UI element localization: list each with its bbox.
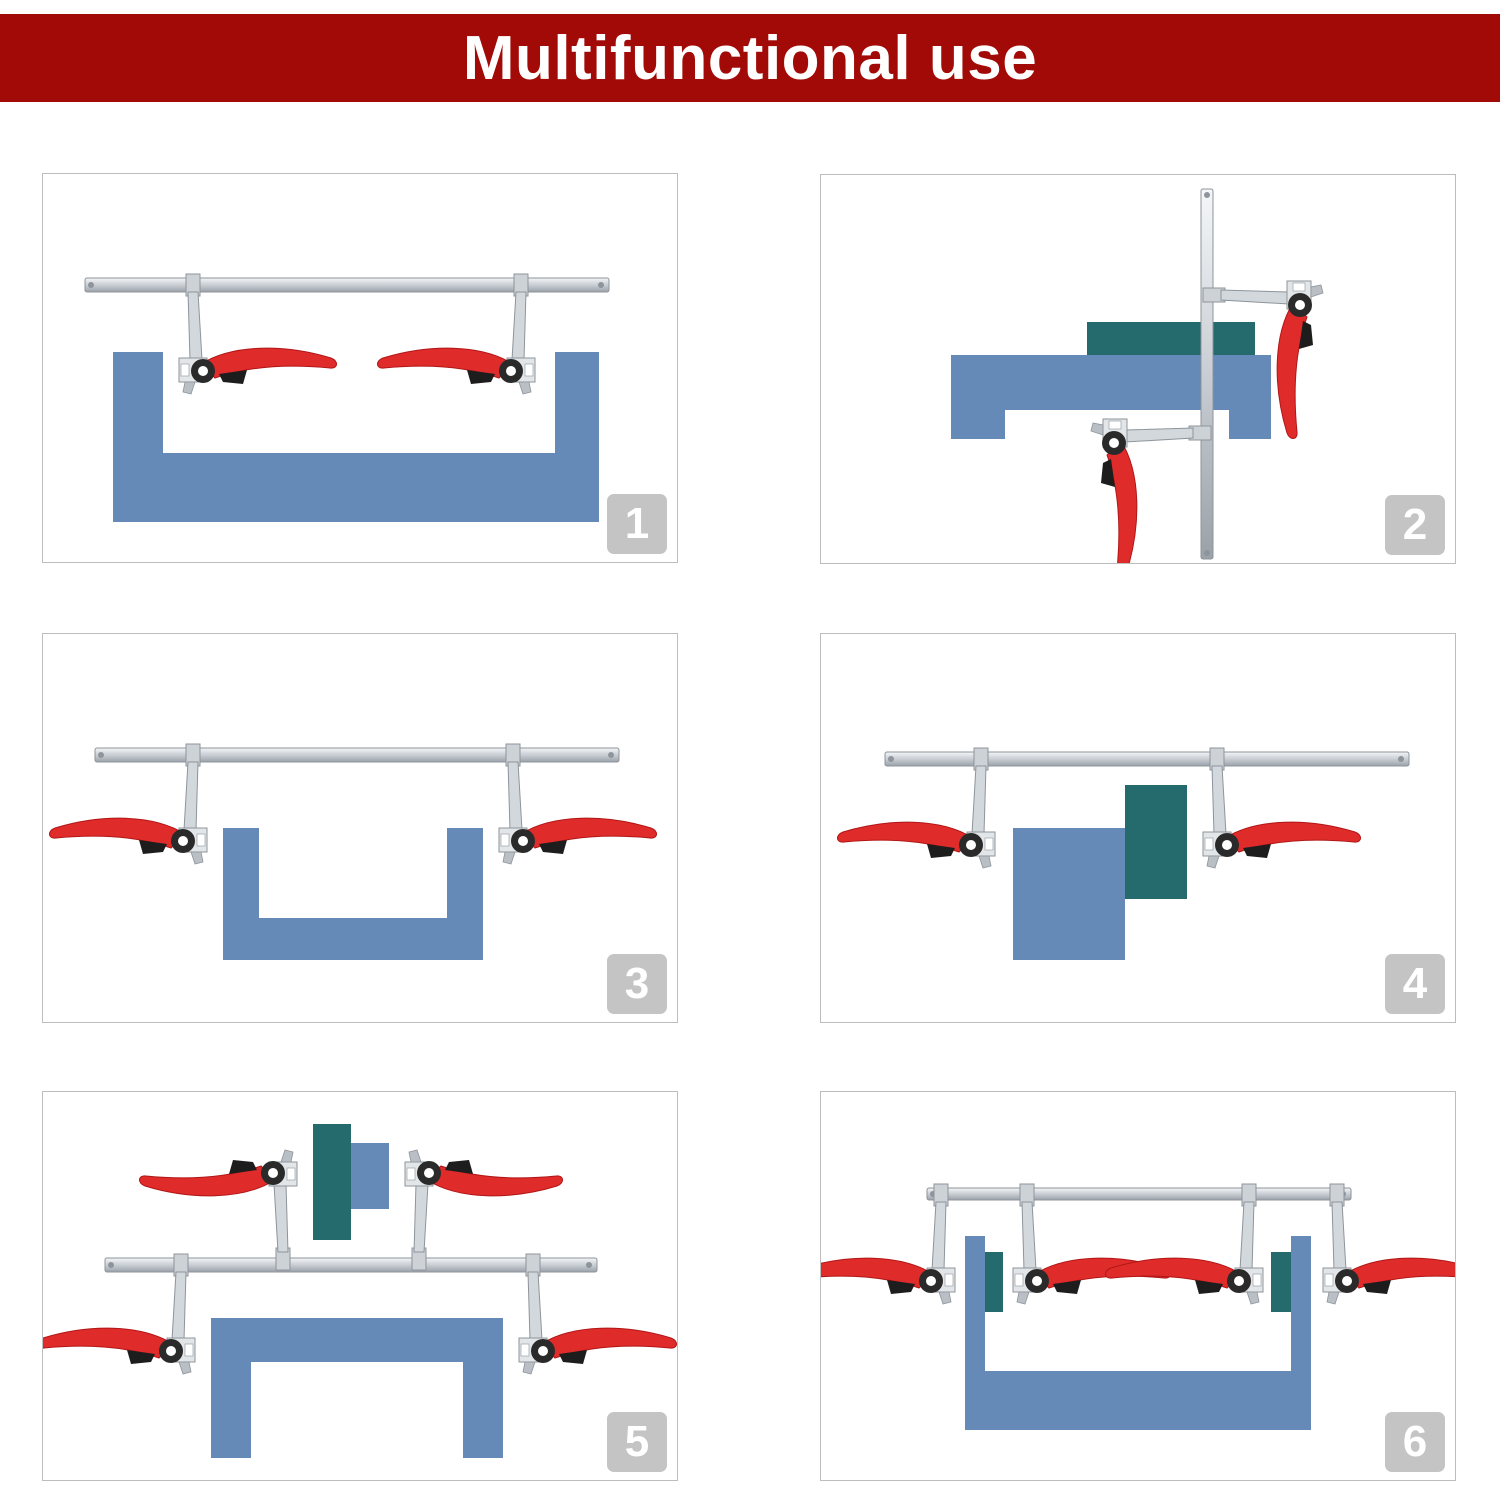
u-channel-workpiece — [965, 1236, 1311, 1430]
teal-block — [313, 1124, 351, 1240]
usage-panel-4: 4 — [820, 633, 1456, 1023]
panel-number-badge: 4 — [1385, 954, 1445, 1014]
panel-number-badge: 6 — [1385, 1412, 1445, 1472]
guide-rail — [104, 1257, 598, 1273]
clamp-upper-right — [404, 1149, 564, 1271]
blue-block — [1013, 828, 1125, 960]
usage-panel-5: 5 — [42, 1091, 678, 1481]
panel-number-badge: 3 — [607, 954, 667, 1014]
usage-illustration-6 — [821, 1183, 1455, 1430]
page-title: Multifunctional use — [462, 23, 1038, 93]
usage-illustration-5 — [43, 1124, 677, 1458]
usage-illustration-2 — [951, 188, 1324, 563]
blue-block — [351, 1143, 389, 1209]
guide-rail — [84, 277, 610, 293]
usage-illustration-3 — [48, 743, 658, 960]
usage-panel-2: 2 — [820, 174, 1456, 564]
clamp-left-inner — [1012, 1183, 1172, 1305]
teal-spacer-right — [1271, 1252, 1291, 1312]
teal-spacer-left — [985, 1252, 1003, 1312]
clamp-right-inner — [1104, 1183, 1264, 1305]
usage-panel-1: 1 — [42, 173, 678, 563]
guide-rail — [884, 751, 1410, 767]
usage-panel-6: 6 — [820, 1091, 1456, 1481]
usage-illustration-1 — [84, 273, 610, 522]
teal-block — [1125, 785, 1187, 899]
u-channel-workpiece — [223, 828, 483, 960]
usage-illustration-4 — [836, 747, 1410, 960]
u-channel-workpiece — [113, 352, 599, 522]
panel-number-badge: 1 — [607, 494, 667, 554]
clamp-right-outer — [1322, 1183, 1455, 1305]
clamp-left-outer — [821, 1183, 956, 1305]
vertical-guide-rail — [1200, 188, 1214, 560]
panel-number-badge: 2 — [1385, 495, 1445, 555]
clamp-bottom — [1090, 418, 1212, 563]
guide-rail — [94, 747, 620, 763]
table-workpiece — [211, 1318, 503, 1458]
stepped-workpiece — [951, 355, 1271, 439]
panel-number-badge: 5 — [607, 1412, 667, 1472]
teal-block — [1087, 322, 1255, 355]
usage-panel-3: 3 — [42, 633, 678, 1023]
header-banner: Multifunctional use — [0, 14, 1500, 102]
guide-rail — [926, 1187, 1352, 1201]
clamp-upper-left — [138, 1149, 298, 1271]
